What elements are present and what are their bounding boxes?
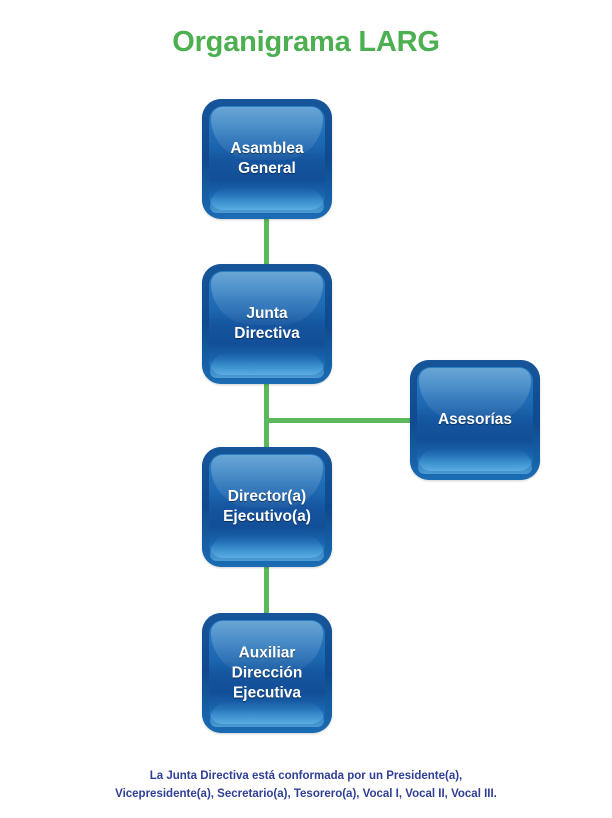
org-node-asesorias[interactable]: Asesorías: [410, 360, 540, 480]
connector-director-to-auxiliar: [264, 565, 269, 615]
org-node-label-junta-directiva: Junta Directiva: [234, 305, 300, 342]
org-node-label-asamblea-general: Asamblea General: [230, 140, 304, 177]
org-node-director-ejecutivo[interactable]: Director(a) Ejecutivo(a): [202, 447, 332, 567]
page-title: Organigrama LARG: [172, 26, 440, 58]
org-node-junta-directiva[interactable]: Junta Directiva: [202, 264, 332, 384]
connector-trunk-to-asesorias: [264, 418, 412, 423]
org-node-label-auxiliar-direccion-ejecutiva: Auxiliar Dirección Ejecutiva: [231, 644, 303, 701]
org-node-label-director-ejecutivo: Director(a) Ejecutivo(a): [223, 488, 311, 525]
footer-note: La Junta Directiva está conformada por u…: [115, 770, 497, 800]
connector-junta-to-director: [264, 382, 269, 449]
org-node-asamblea-general[interactable]: Asamblea General: [202, 99, 332, 219]
connector-asamblea-to-junta: [264, 217, 269, 266]
org-node-auxiliar-direccion-ejecutiva[interactable]: Auxiliar Dirección Ejecutiva: [202, 613, 332, 733]
org-node-label-asesorias: Asesorías: [437, 411, 513, 429]
